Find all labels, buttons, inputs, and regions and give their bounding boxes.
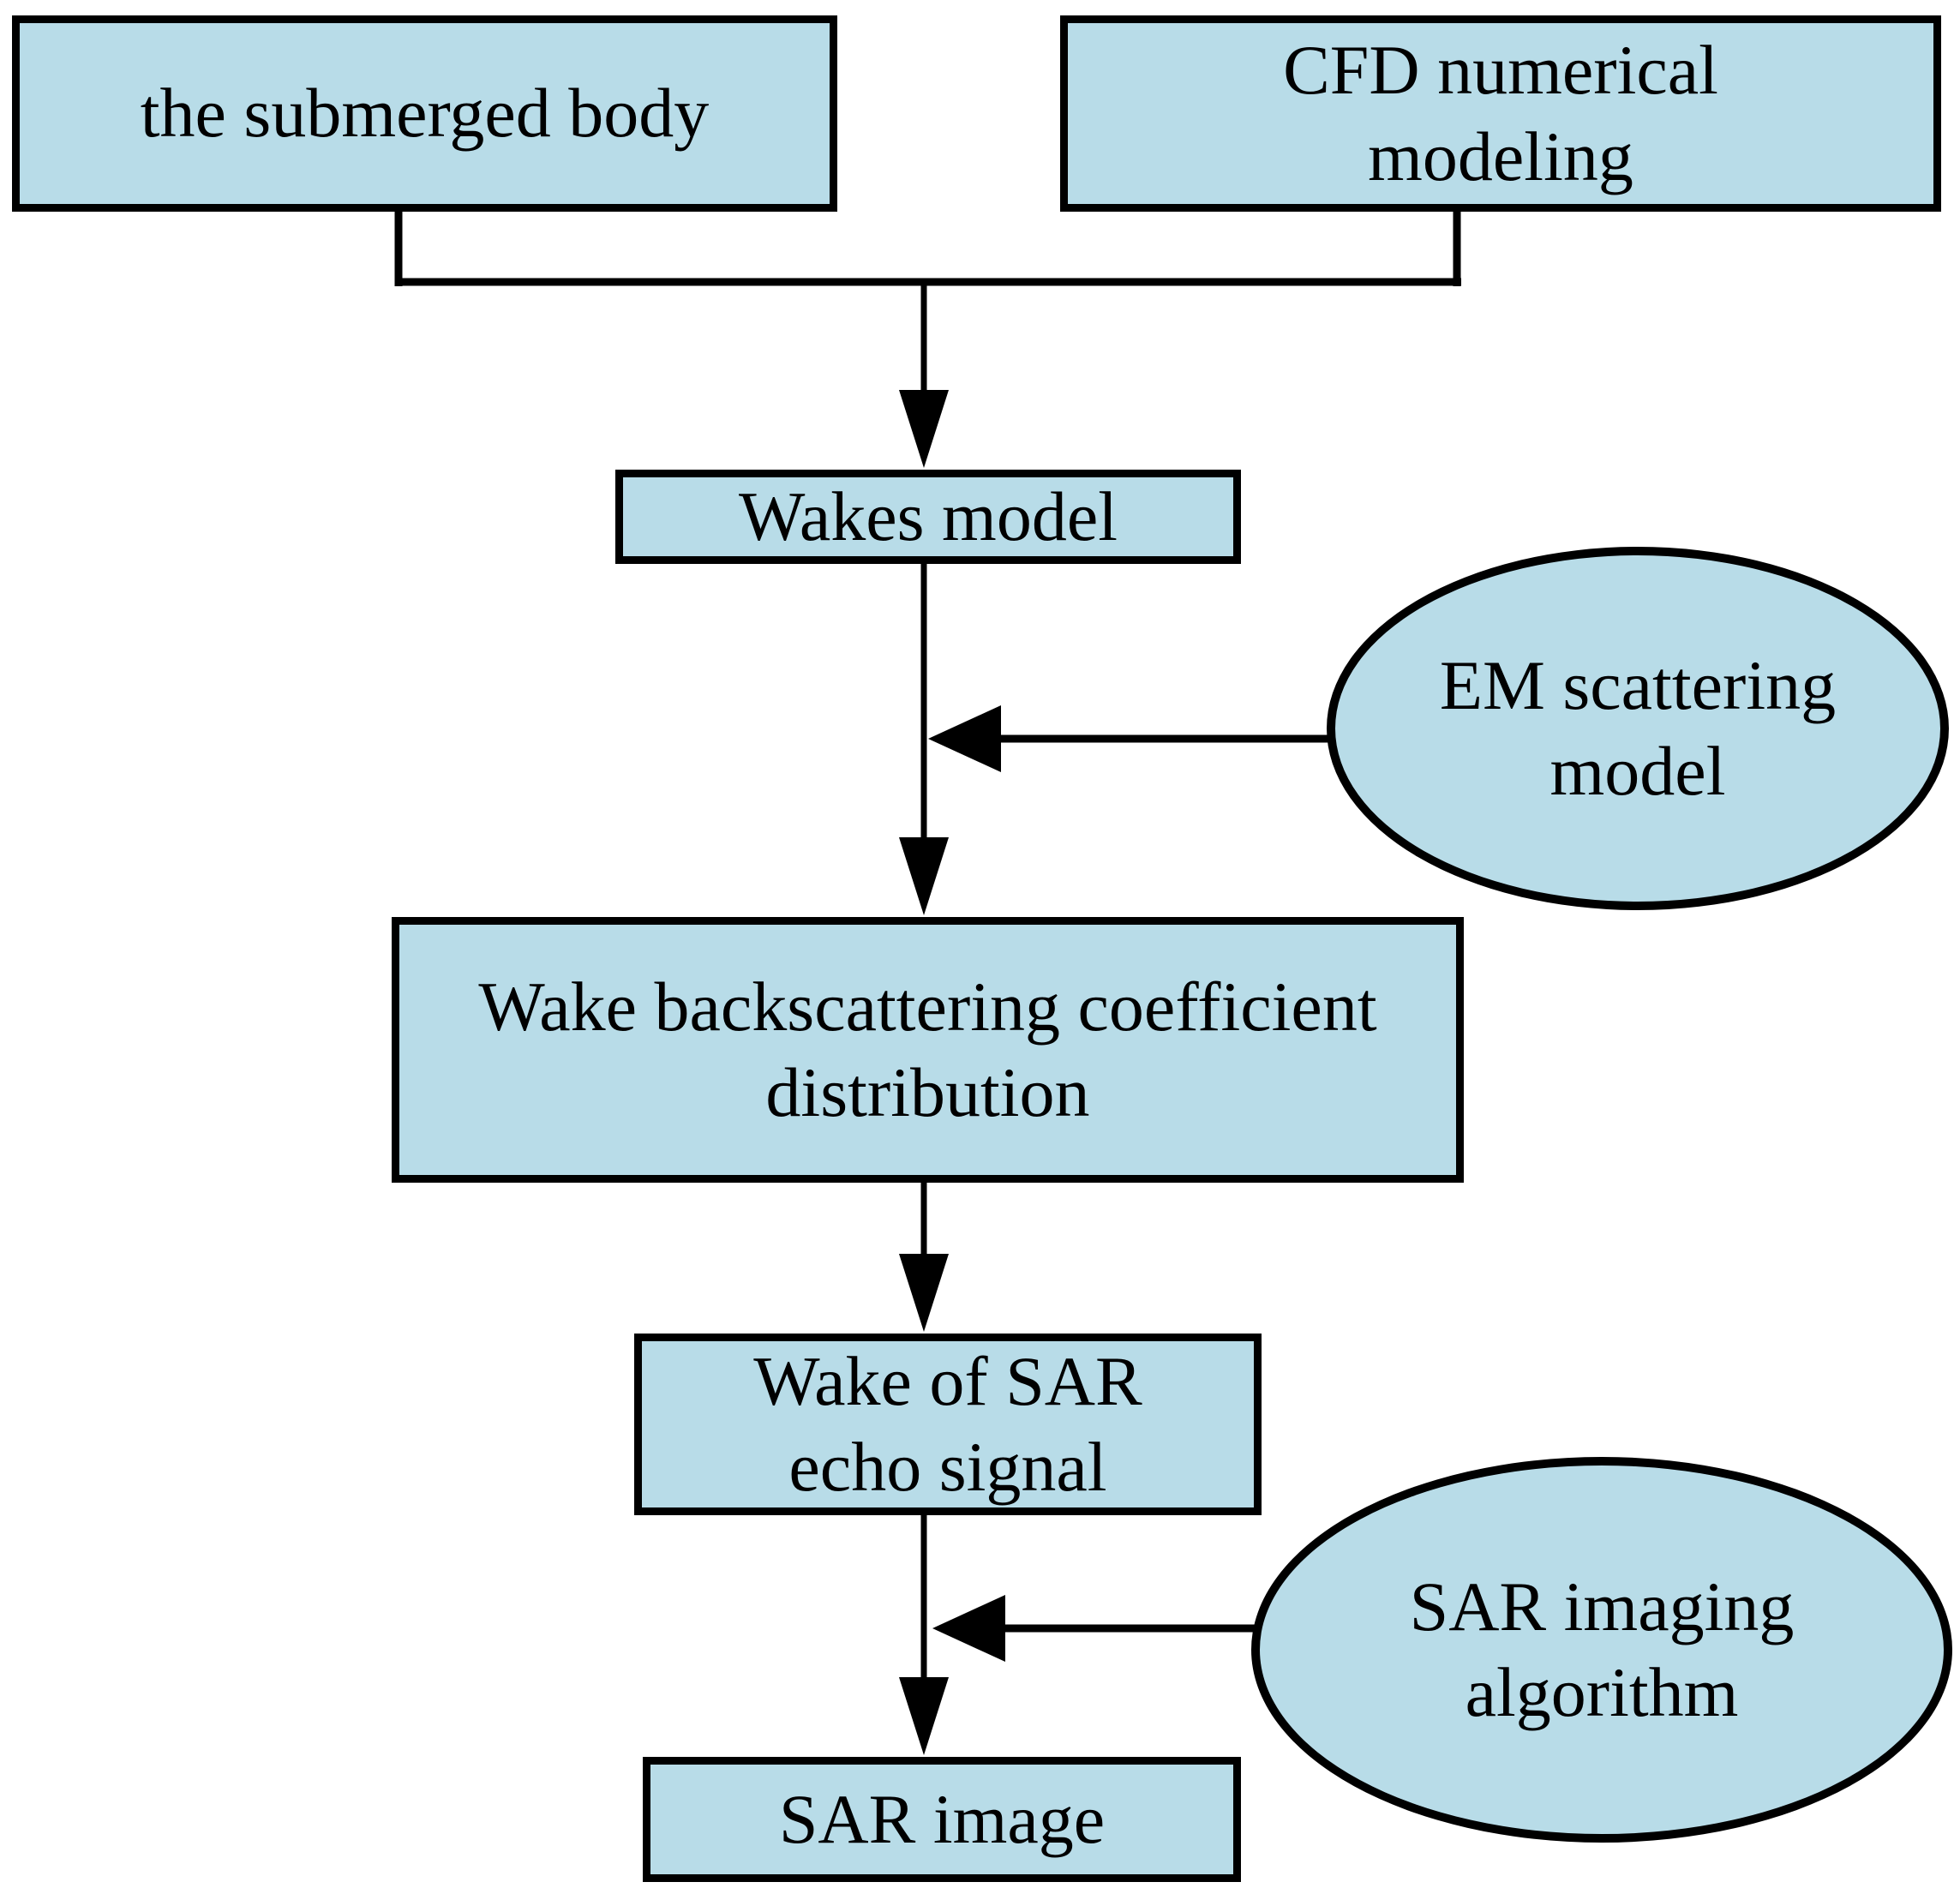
node-sar-image: SAR image [643,1757,1241,1882]
arrowhead-into-wakes-model [899,390,949,468]
node-cfd-numerical-modeling: CFD numerical modeling [1060,15,1941,212]
node-label-line: SAR imaging [1409,1567,1795,1645]
arrowhead-into-backscattering [899,837,949,915]
node-label-line: distribution [765,1053,1090,1131]
node-label-line: the submerged body [140,74,710,153]
node-label-line: modeling [1368,117,1633,195]
node-sar-imaging-algorithm: SAR imaging algorithm [1251,1457,1952,1843]
node-label-line: model [1549,732,1726,810]
node-label-line: echo signal [788,1428,1107,1506]
arrowhead-em-scattering-left [928,705,1001,772]
node-wake-of-sar-echo-signal: Wake of SAR echo signal [634,1334,1262,1515]
node-em-scattering-model: EM scattering model [1327,547,1949,910]
node-label-line: Wakes model [739,476,1118,555]
node-wake-backscattering-coefficient-distribution: Wake backscattering coefficient distribu… [392,917,1464,1183]
node-label-line: Wake backscattering coefficient [478,967,1377,1046]
node-submerged-body: the submerged body [12,15,837,212]
node-wakes-model: Wakes model [615,470,1241,564]
arrowhead-into-echo-signal [899,1254,949,1332]
node-label-line: EM scattering [1439,645,1837,724]
node-label-line: SAR image [778,1779,1106,1858]
arrowhead-into-sar-image [899,1677,949,1755]
node-label-line: Wake of SAR [753,1341,1142,1420]
node-label-line: algorithm [1465,1653,1739,1731]
node-label-line: CFD numerical [1283,31,1718,110]
arrowhead-sar-imaging-left [932,1595,1005,1662]
